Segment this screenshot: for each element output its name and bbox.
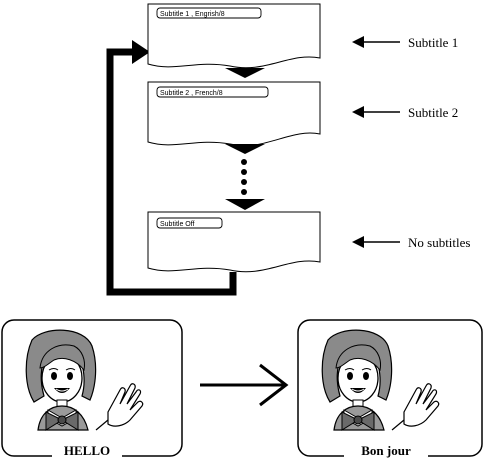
loop-arrow-icon: [106, 40, 237, 296]
left-arrow-icon: [352, 236, 400, 248]
osd-text-3: Subtitle Off: [160, 221, 195, 228]
osd-box: [156, 7, 262, 19]
osd-box: [156, 217, 223, 229]
caption-hello: HELLO: [64, 443, 110, 458]
left-arrow-icon: [352, 36, 400, 48]
screen-subtitle-2: Subtitle 2 , French/8: [147, 81, 321, 147]
osd-text-2: Subtitle 2 , French/8: [160, 90, 223, 97]
example-after: Bon jour: [297, 319, 483, 458]
left-arrow-icon: [352, 106, 400, 118]
screen-subtitle-1: Subtitle 1 , Engrish/8: [147, 3, 321, 69]
down-triangle-icon: [225, 144, 265, 154]
vertical-dots-icon: [241, 159, 247, 195]
down-triangle-icon: [225, 68, 265, 78]
right-arrow-icon: [200, 363, 289, 407]
caption-bon-jour: Bon jour: [361, 443, 411, 458]
label-no-subtitles: No subtitles: [408, 235, 470, 250]
screen-subtitle-off: Subtitle Off: [147, 211, 321, 273]
down-triangle-icon: [225, 199, 265, 210]
label-subtitle-2: Subtitle 2: [408, 105, 458, 120]
osd-text-1: Subtitle 1 , Engrish/8: [160, 11, 225, 18]
label-subtitle-1: Subtitle 1: [408, 35, 458, 50]
example-before: HELLO: [1, 319, 183, 458]
osd-box: [156, 86, 269, 98]
